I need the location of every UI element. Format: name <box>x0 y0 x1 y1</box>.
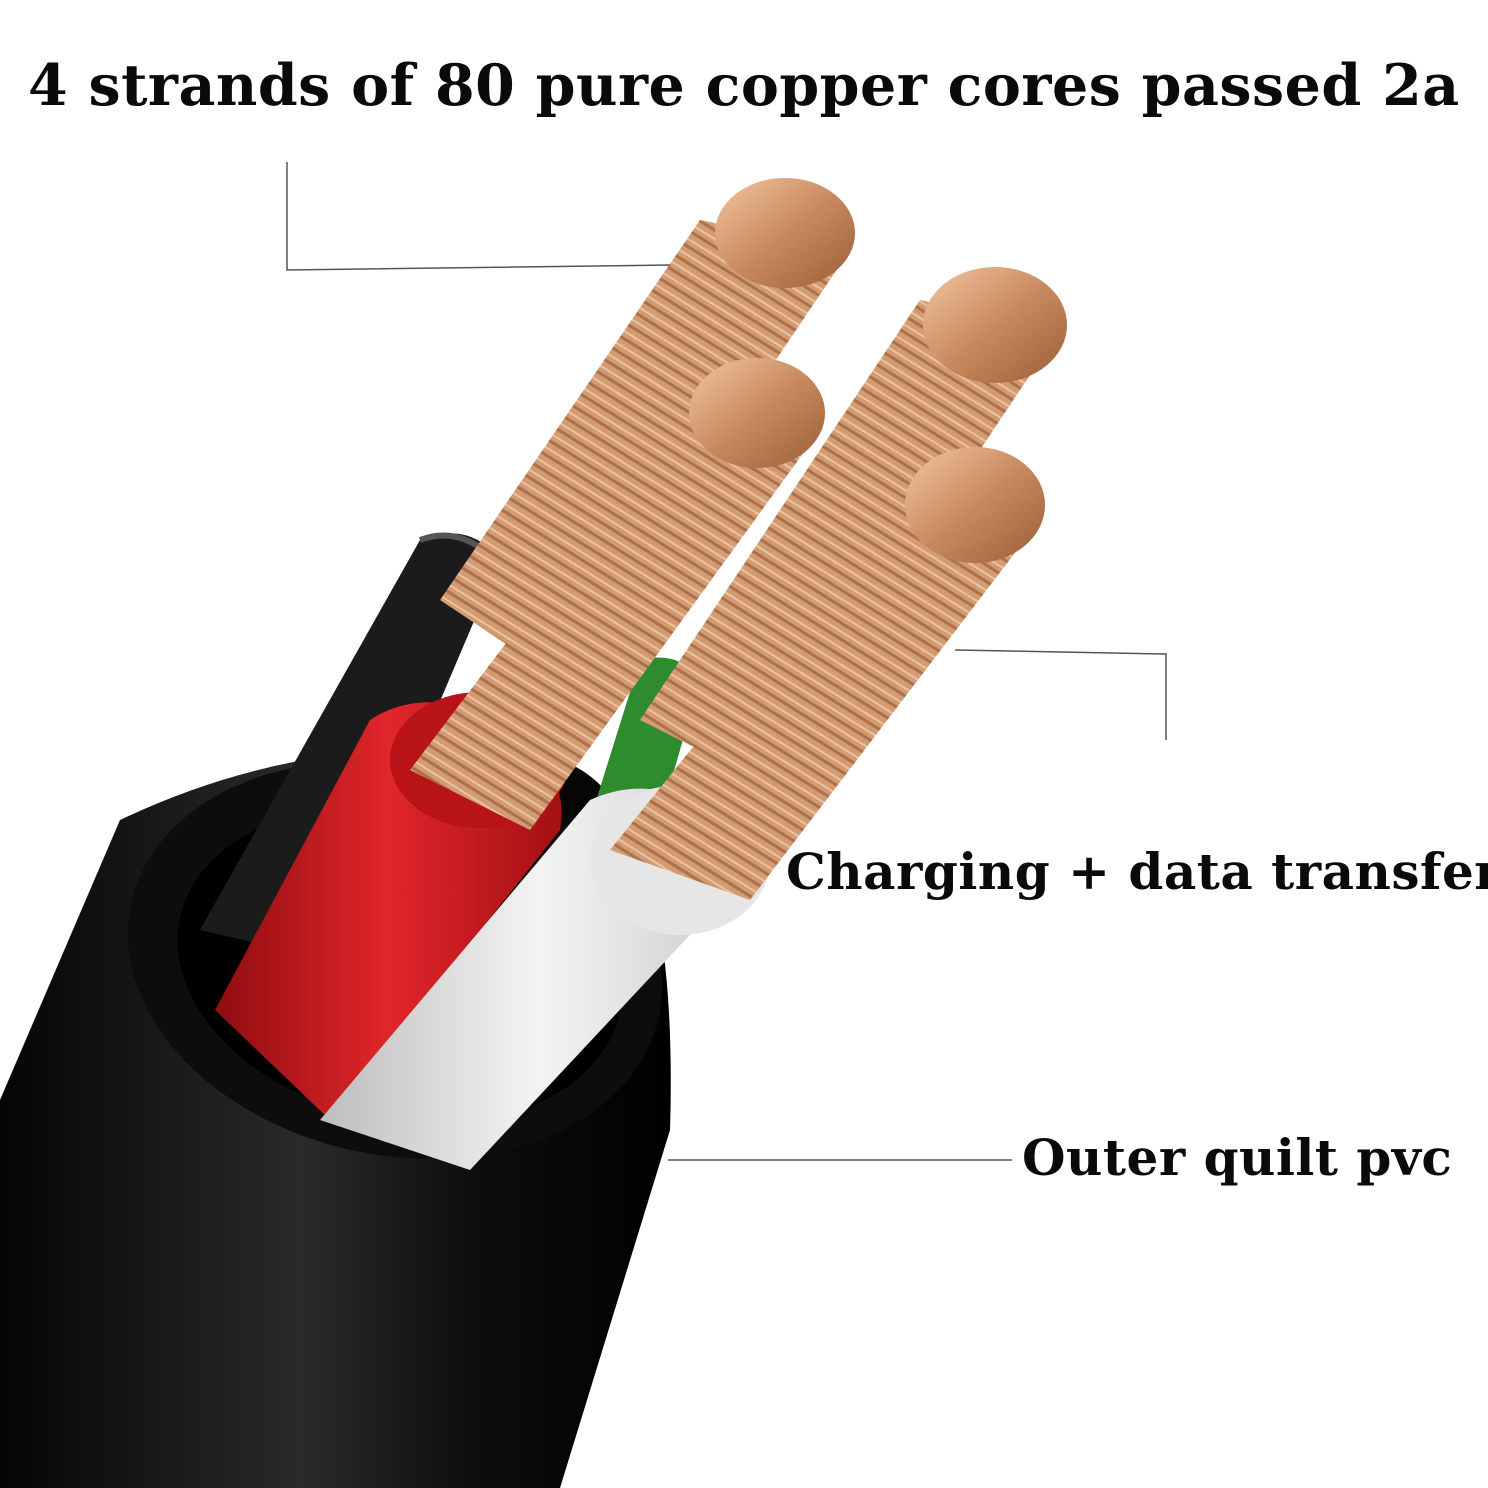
cores-spec-label: 4 strands of 80 pure copper cores passed… <box>28 52 1460 119</box>
leader-line-middle <box>954 649 1167 740</box>
leader-line-top <box>286 162 671 271</box>
leader-lines <box>286 162 1167 1161</box>
charging-data-label: Charging + data transfer <box>786 842 1488 901</box>
outer-pvc-label: Outer quilt pvc <box>1022 1128 1453 1187</box>
copper-strand-bundles <box>410 178 1067 900</box>
